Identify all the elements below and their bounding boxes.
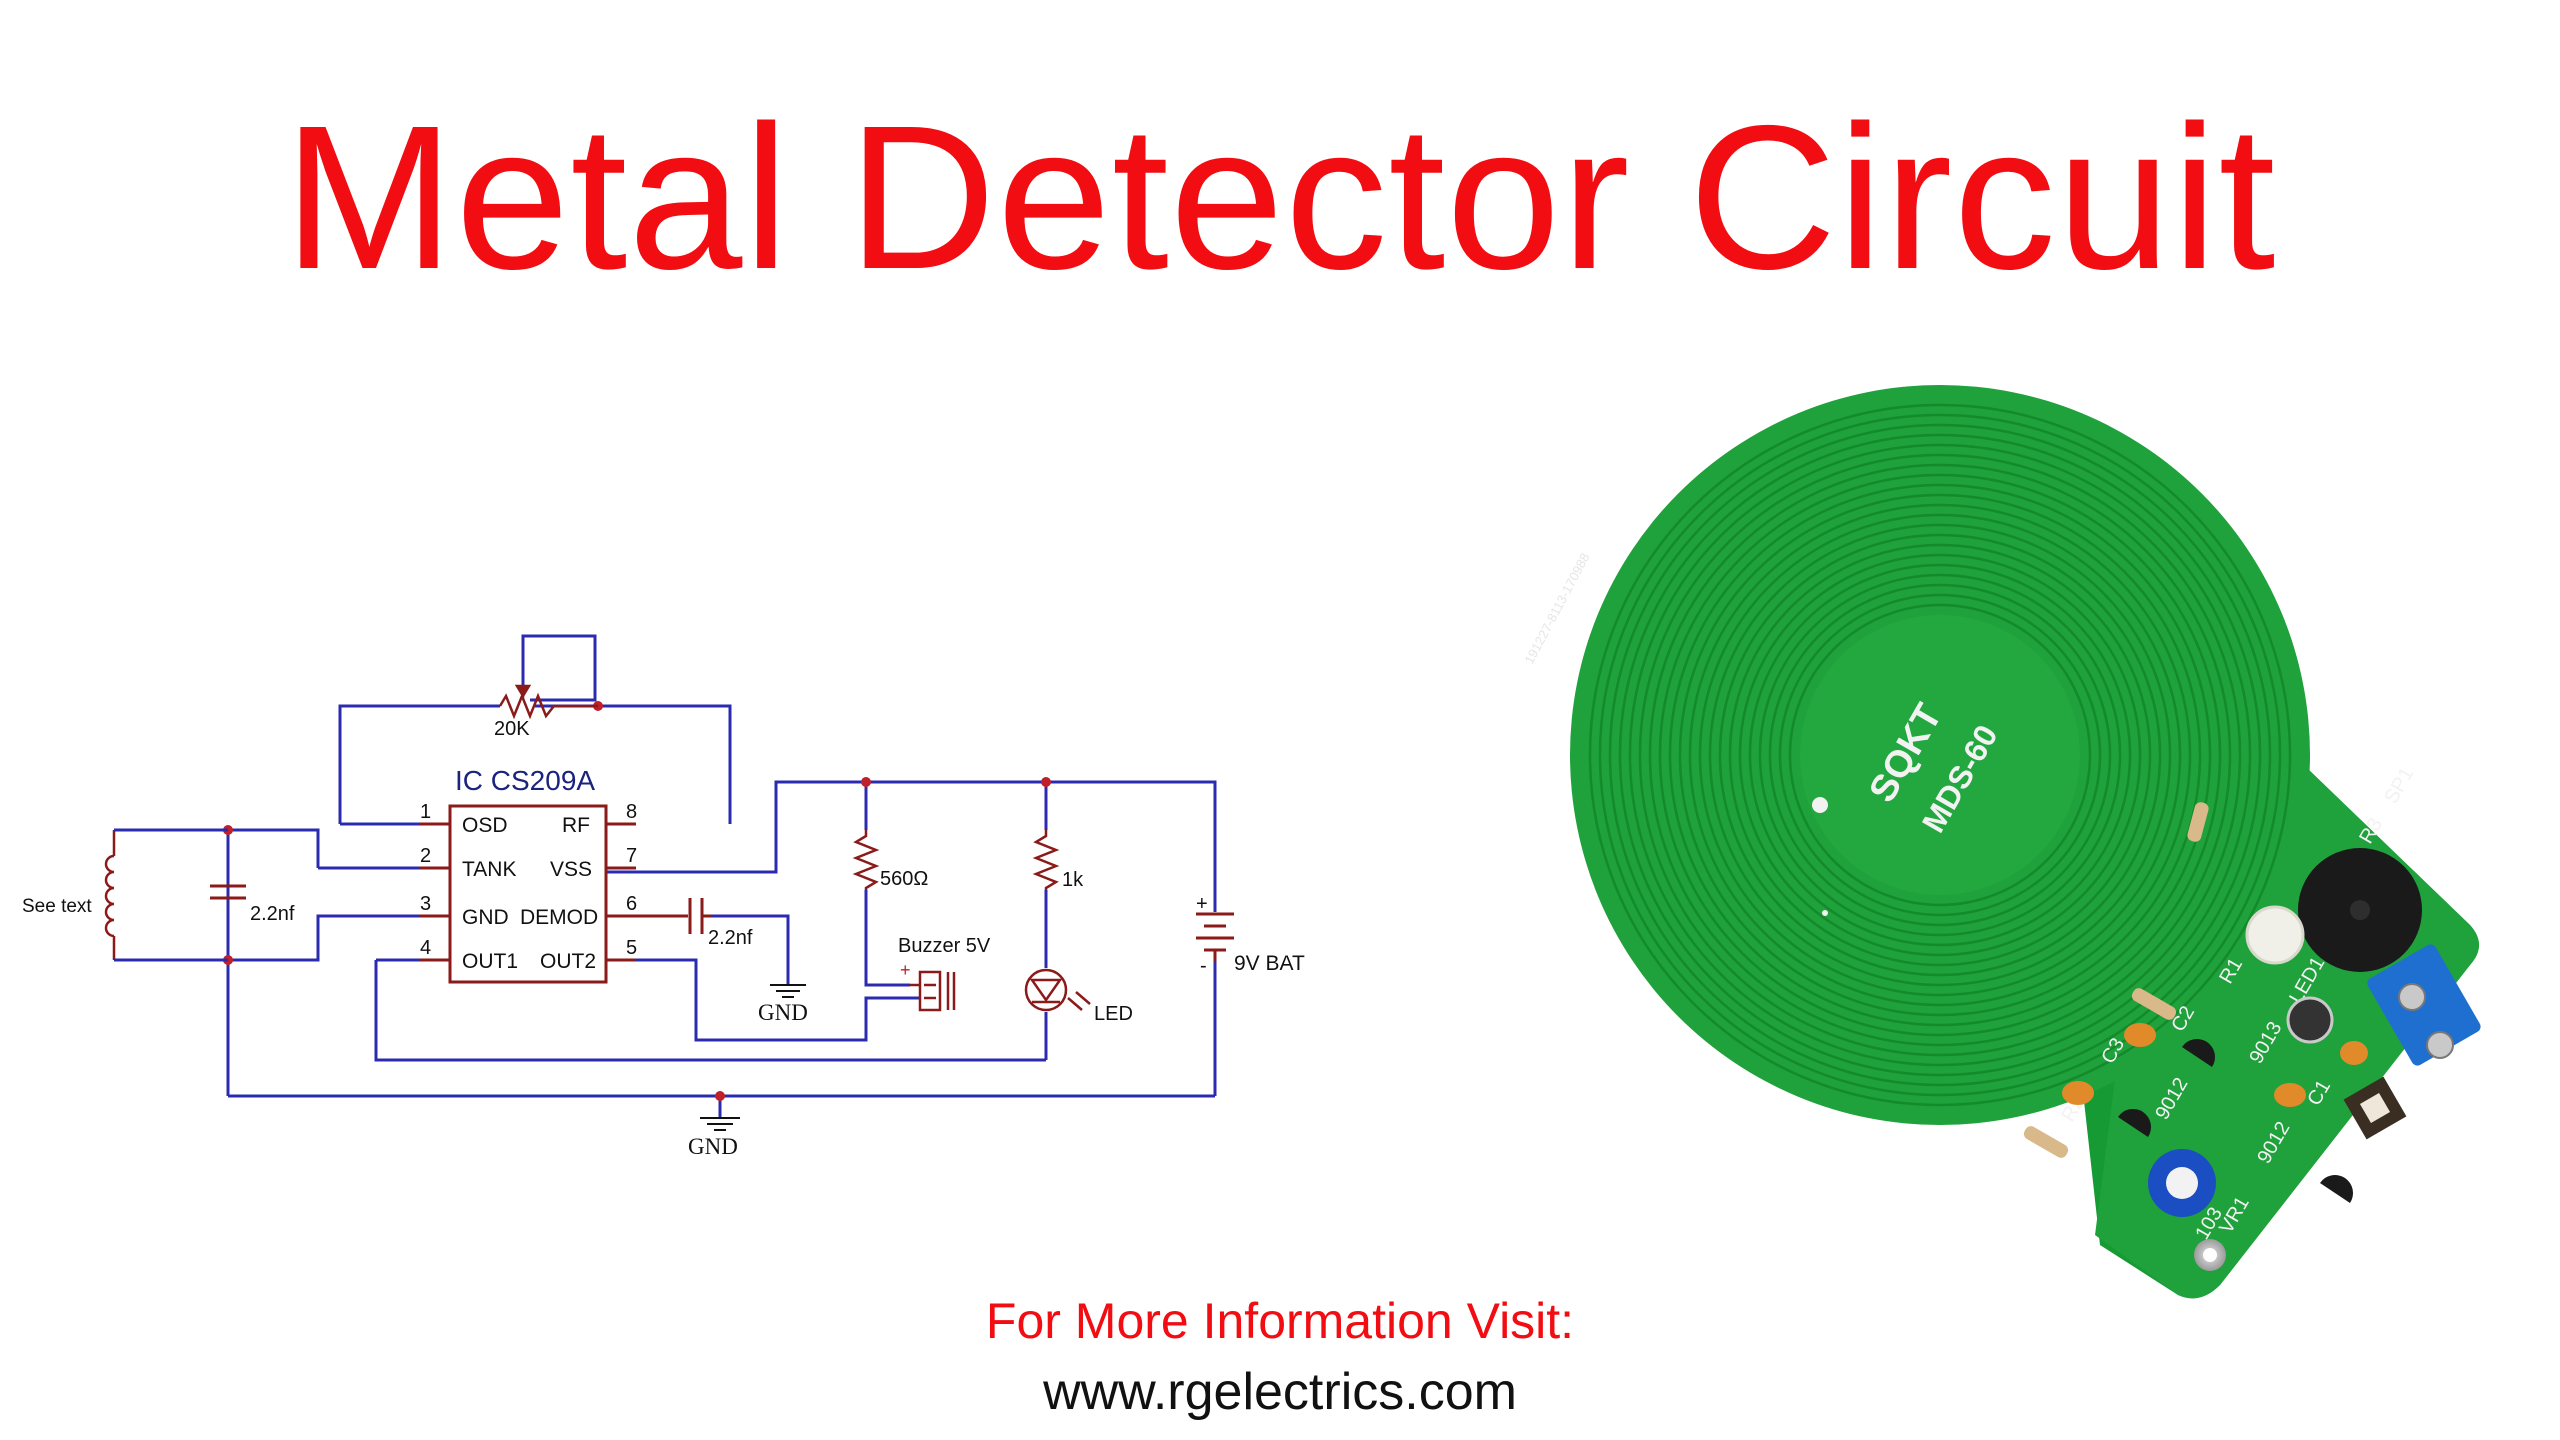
resistor-1k-label: 1k (1062, 869, 1084, 891)
coil-ring (1788, 603, 2092, 907)
ic-pin-1-num: 1 (420, 801, 431, 823)
ic-pin-7-name: VSS (550, 858, 592, 881)
pcb-led (2245, 905, 2305, 965)
coil-ring (1628, 443, 2252, 1067)
demod-capacitor-label: 2.2nf (708, 927, 753, 949)
ic-pin-stubs (420, 822, 636, 962)
ic-pin-6-name: DEMOD (520, 906, 598, 929)
coil-ring (1608, 423, 2272, 1087)
battery-symbol (1196, 912, 1234, 962)
resistor-1k (1032, 830, 1060, 890)
potentiometer-20k (498, 684, 598, 720)
demod-capacitor (636, 898, 712, 934)
ic-name: IC CS209A (455, 765, 595, 796)
pcb-terminal-block (2367, 944, 2481, 1066)
ic-pin-8-name: RF (562, 814, 590, 837)
demod-ground-symbol (770, 984, 806, 998)
coil-ring (1618, 433, 2262, 1077)
battery-label: 9V BAT (1234, 952, 1305, 975)
coil-ring (1698, 513, 2182, 997)
ic-pin-6-num: 6 (626, 893, 637, 915)
coil-ring (1728, 543, 2152, 967)
coil-ring (1638, 453, 2242, 1057)
coil-ring (1748, 563, 2132, 947)
buzzer-plus: + (900, 960, 911, 980)
resistor-560 (852, 830, 880, 890)
ic-pin-7-num: 7 (626, 845, 637, 867)
silk-sp1: SP1 (2380, 764, 2418, 808)
coil-ring (1778, 593, 2102, 917)
coil-ring (1718, 533, 2162, 977)
pcb-components (2023, 802, 2481, 1271)
pcb-transistors (2118, 1038, 2354, 1203)
footer-info-text: For More Information Visit: (985, 1293, 1575, 1349)
coil-ring (1598, 413, 2282, 1097)
ic-pin-5-num: 5 (626, 937, 637, 959)
ic-pin-1-name: OSD (462, 814, 508, 837)
coil-ring (1658, 473, 2222, 1037)
battery-minus: - (1200, 955, 1207, 977)
pcb-serial: 191227-8113-170988 (1521, 550, 1592, 666)
buzzer-symbol (910, 970, 956, 1012)
potentiometer-label: 20K (494, 718, 530, 740)
pcb-center-area (1800, 615, 2080, 895)
coil-label: See text (22, 896, 92, 917)
pcb-resistors (2023, 802, 2209, 1158)
pcb-ceramic-capacitors (2062, 1023, 2368, 1107)
ic-pin-2-name: TANK (462, 858, 516, 881)
buzzer-label: Buzzer 5V (898, 935, 991, 957)
battery-plus: + (1196, 893, 1208, 915)
search-coil (104, 830, 116, 960)
page-title: Metal Detector Circuit (283, 83, 2277, 312)
ic-body (448, 804, 608, 984)
metal-detector-pcb: SQKT MDS-60 191227-8113-170988 R3 SP1 LE… (1521, 385, 2481, 1299)
ic-pin-4-name: OUT1 (462, 950, 518, 973)
coil-ring (1588, 403, 2292, 1107)
ic-pin-2-num: 2 (420, 845, 431, 867)
coil-ring (1678, 493, 2202, 1017)
ic-pin-3-num: 3 (420, 893, 431, 915)
tank-capacitor (210, 884, 246, 900)
ic-pin-5-name: OUT2 (540, 950, 596, 973)
coil-ring (1758, 573, 2122, 937)
ic-pin-3-name: GND (462, 906, 509, 929)
coil-ring (1648, 463, 2232, 1047)
main-ground-symbol (700, 1117, 740, 1131)
led-symbol (1024, 968, 1091, 1012)
demod-ground-label: GND (758, 1000, 808, 1025)
led-label: LED (1094, 1003, 1133, 1025)
coil-ring (1768, 583, 2112, 927)
ic-pin-4-num: 4 (420, 937, 431, 959)
coil-ring (1688, 503, 2192, 1007)
metal-detector-schematic: See text 2.2nf 20K IC CS209A 1 OSD 2 TAN… (22, 634, 1305, 1159)
resistor-560-label: 560Ω (880, 868, 928, 890)
coil-ring (1708, 523, 2172, 987)
ic-pin-8-num: 8 (626, 801, 637, 823)
footer-website-link[interactable]: www.rgelectrics.com (1043, 1363, 1517, 1421)
pcb-electrolytic-capacitor (2286, 996, 2334, 1044)
pcb-coil-rings (1588, 403, 2292, 1107)
tank-capacitor-label: 2.2nf (250, 903, 295, 925)
coil-ring (1738, 553, 2142, 957)
main-ground-label: GND (688, 1134, 738, 1159)
coil-ring (1668, 483, 2212, 1027)
